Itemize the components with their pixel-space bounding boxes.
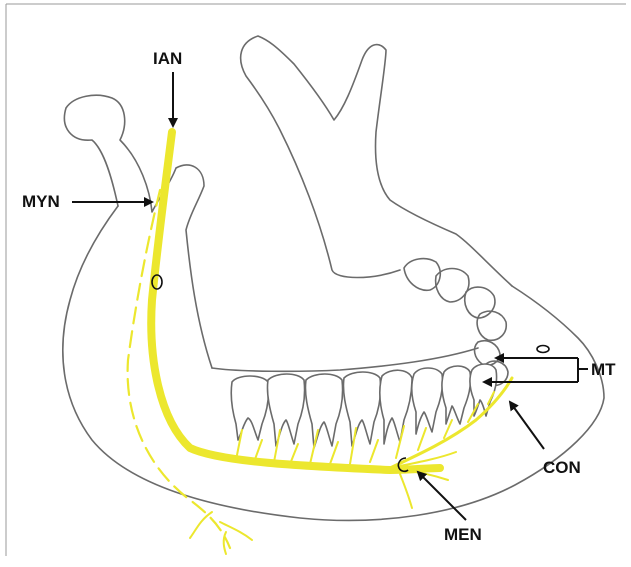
jaw-lower-border bbox=[63, 206, 604, 520]
label-myn: MYN bbox=[22, 193, 60, 210]
tooth-8 bbox=[470, 364, 497, 416]
mt-oval bbox=[537, 346, 549, 353]
molar-back-1 bbox=[404, 259, 440, 291]
molar-back-4 bbox=[477, 311, 506, 340]
label-mt: MT bbox=[591, 361, 616, 378]
tooth-1 bbox=[231, 376, 268, 440]
tooth-row bbox=[231, 364, 496, 448]
tooth-3 bbox=[305, 374, 342, 448]
mylohyoid-terminal-branches bbox=[190, 512, 252, 554]
left-ramus-outline bbox=[64, 95, 212, 368]
tooth-4 bbox=[343, 372, 380, 446]
lingual-line bbox=[212, 348, 478, 371]
men-arrow bbox=[418, 472, 466, 520]
label-men: MEN bbox=[444, 526, 482, 543]
tooth-5 bbox=[380, 370, 412, 444]
con-arrow bbox=[510, 402, 544, 449]
tooth-2 bbox=[267, 374, 304, 446]
tooth-7 bbox=[442, 366, 471, 424]
nerve-paths bbox=[128, 132, 512, 554]
tooth-6 bbox=[412, 368, 443, 434]
mandible-outline bbox=[63, 36, 604, 520]
label-ian: IAN bbox=[153, 50, 182, 67]
right-ramus-outline bbox=[241, 36, 512, 286]
label-con: CON bbox=[543, 459, 581, 476]
